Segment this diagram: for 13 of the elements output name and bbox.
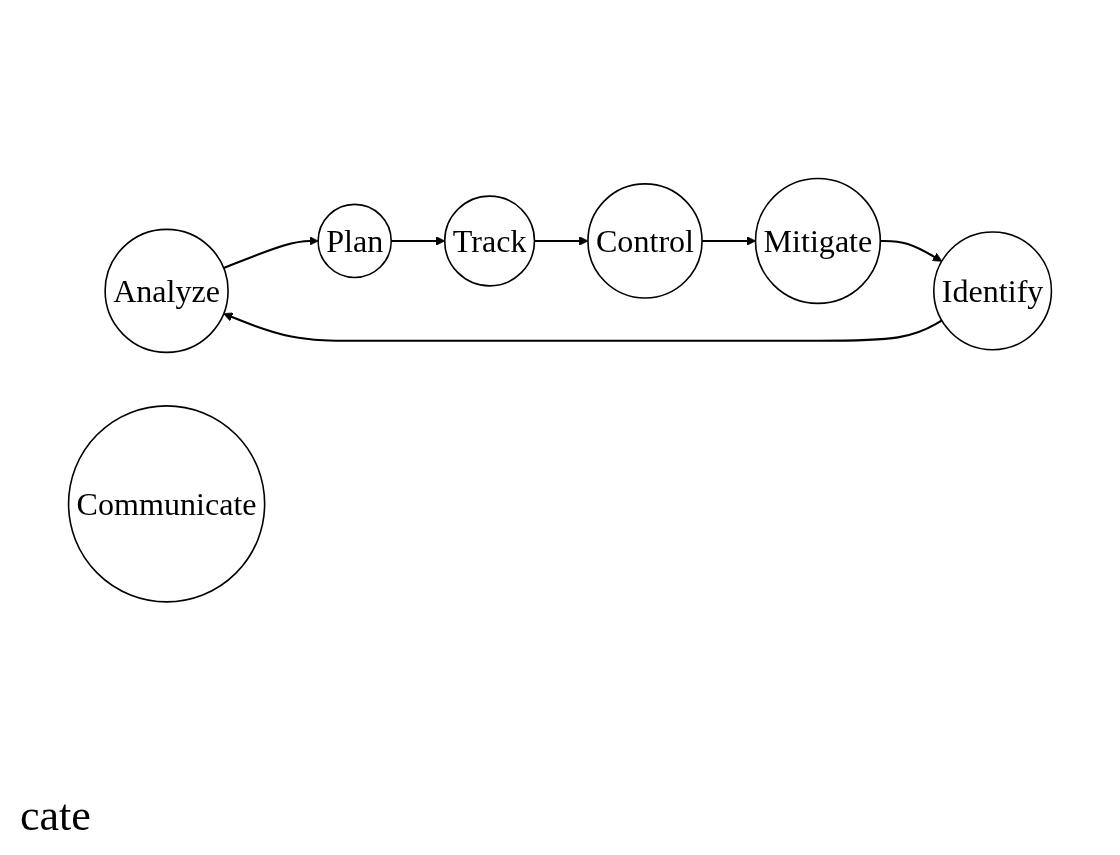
- node-circle: Control: [587, 182, 703, 299]
- node-circle: Identify: [933, 231, 1053, 351]
- node-circle: Track: [443, 195, 536, 287]
- arrow: [223, 236, 319, 269]
- text-fragment: cate: [20, 791, 91, 840]
- arrow: [702, 236, 756, 246]
- node-circle: Communicate: [67, 404, 266, 603]
- node-circle: Mitigate: [754, 177, 882, 304]
- arrow: [534, 236, 589, 246]
- node-circle: Plan: [317, 203, 393, 279]
- arrow: [223, 312, 943, 342]
- node-circle: Analyze: [104, 228, 229, 353]
- arrow: [880, 239, 943, 262]
